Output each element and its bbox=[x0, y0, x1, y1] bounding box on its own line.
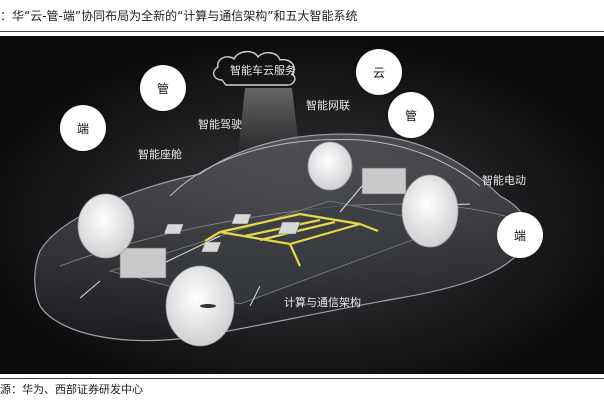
bubble-cloud: 云 bbox=[356, 49, 402, 95]
label-architecture: 计算与通信架构 bbox=[284, 294, 361, 310]
wheel-rear-left bbox=[78, 194, 134, 258]
car-illustration bbox=[0, 36, 604, 374]
label-cockpit: 智能座舱 bbox=[138, 146, 182, 162]
wheel-front-left bbox=[166, 266, 234, 346]
figure-source: 源：华为、西部证券研发中心 bbox=[0, 381, 604, 399]
wheel-rear-right bbox=[308, 142, 352, 190]
front-motor bbox=[362, 168, 406, 194]
diagram-panel: 智能车云服务 智能网联 智能驾驶 智能座舱 智能电动 计算与通信架构 云 管 管… bbox=[0, 36, 604, 374]
label-electric: 智能电动 bbox=[482, 172, 526, 188]
label-network: 智能网联 bbox=[306, 97, 350, 113]
top-rule bbox=[0, 31, 604, 32]
bubble-pipe-left: 管 bbox=[140, 65, 186, 111]
caption-text: ：华“云-管-端”协同布局为全新的“计算与通信架构”和五大智能系统 bbox=[0, 9, 358, 23]
bubble-end-right: 端 bbox=[497, 212, 543, 258]
figure-caption: ：华“云-管-端”协同布局为全新的“计算与通信架构”和五大智能系统 bbox=[0, 4, 604, 28]
bubble-end-left: 端 bbox=[60, 105, 106, 151]
label-driving: 智能驾驶 bbox=[198, 116, 242, 132]
wheel-front-right bbox=[402, 175, 458, 247]
cloud-service-label: 智能车云服务 bbox=[230, 62, 296, 78]
bottom-rule bbox=[0, 378, 604, 379]
rear-motor bbox=[120, 248, 166, 278]
bubble-pipe-right: 管 bbox=[388, 92, 434, 138]
